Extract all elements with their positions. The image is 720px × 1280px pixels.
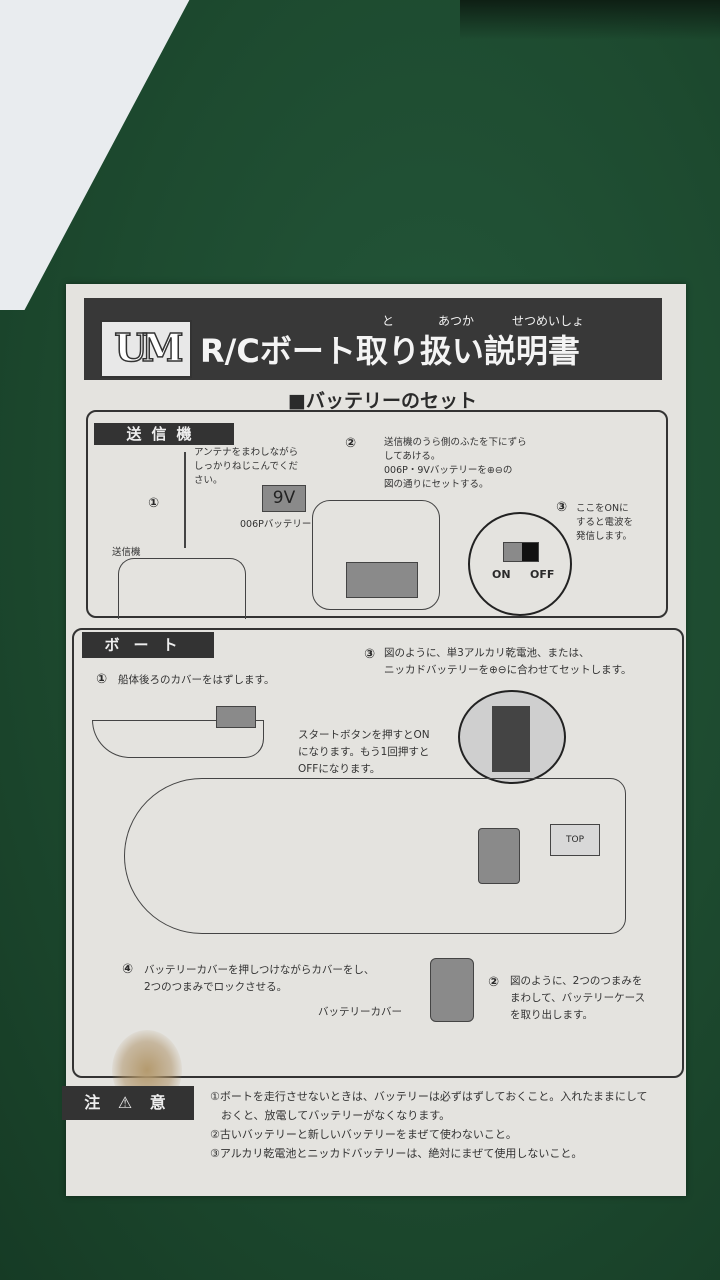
title-ruby: あつか xyxy=(438,314,475,328)
power-switch xyxy=(503,542,539,562)
step-number: ② xyxy=(345,436,357,451)
boat-step4-text: バッテリーカバーを押しつけながらカバーをし、2つのつまみでロックさせる。 xyxy=(144,964,375,993)
transmitter-step3-text: ここをONにすると電波を発信します。 xyxy=(576,503,634,542)
switch-on-label: ON xyxy=(492,568,511,581)
battery-case-zoom xyxy=(458,690,566,784)
transmitter-illustration xyxy=(118,558,246,619)
battery-cover-caption: バッテリーカバー xyxy=(318,1006,402,1018)
boat-step1-text: 船体後ろのカバーをはずします。 xyxy=(118,674,275,686)
switch-zoom-circle xyxy=(468,512,572,616)
rear-cover xyxy=(216,706,256,728)
caution-label: 注 ⚠ 意 xyxy=(62,1086,194,1120)
step-number: ③ xyxy=(364,647,376,662)
antenna-illustration xyxy=(184,452,186,548)
step-number: ③ xyxy=(556,500,568,515)
transmitter-caption: 送信機 xyxy=(112,547,141,558)
battery-holder xyxy=(478,828,520,884)
battery-cover-illustration xyxy=(430,958,474,1022)
title-ruby: と xyxy=(382,314,395,328)
brand-logo: UM xyxy=(100,320,192,378)
caution-item: ②古いバッテリーと新しいバッテリーをまぜて使わないこと。 xyxy=(210,1128,517,1141)
switch-off-label: OFF xyxy=(530,568,555,581)
caution-item: ③アルカリ乾電池とニッカドバッテリーは、絶対にまぜて使用しないこと。 xyxy=(210,1147,583,1160)
step-number: ④ xyxy=(122,962,134,977)
boat-step2-text: 図のように、2つのつまみをまわして、バッテリーケースを取り出します。 xyxy=(510,975,646,1021)
title-ruby: せつめいしょ xyxy=(512,314,585,328)
battery-9v: 9V xyxy=(262,485,306,512)
top-cover: TOP xyxy=(550,824,600,856)
step-number: ① xyxy=(96,672,108,687)
step-number: ① xyxy=(148,496,160,511)
transmitter-back-illustration xyxy=(312,500,440,610)
caution-item: ①ボートを走行させないときは、バッテリーは必ずはずしておくこと。入れたままにして xyxy=(210,1090,648,1103)
boat-label: ボート xyxy=(82,632,214,658)
boat-step3-text: 図のように、単3アルカリ乾電池、または、ニッカドバッテリーを⊕⊖に合わせてセット… xyxy=(384,647,632,676)
section-title: ■バッテリーのセット xyxy=(288,390,477,412)
step-number: ② xyxy=(488,975,500,990)
transmitter-step2-text: 送信機のうら側のふたを下にずらしてあける。006P・9Vバッテリーを⊕⊖の図の通… xyxy=(384,437,527,490)
caution-item: おくと、放電してバッテリーがなくなります。 xyxy=(210,1109,451,1122)
transmitter-section xyxy=(86,410,668,618)
transmitter-label: 送信機 xyxy=(94,423,234,445)
background-shadow xyxy=(460,0,720,40)
battery-compartment xyxy=(346,562,418,598)
boat-top-illustration xyxy=(124,778,626,934)
transmitter-step1-text: アンテナをまわしながらしっかりねじこんでください。 xyxy=(194,447,299,486)
battery-caption: 006Pバッテリー xyxy=(240,519,312,530)
caution-list: ①ボートを走行させないときは、バッテリーは必ずはずしておくこと。入れたままにして… xyxy=(210,1087,648,1163)
boat-section xyxy=(72,628,684,1078)
page-title: R/Cボート取り扱い説明書 xyxy=(200,332,580,370)
